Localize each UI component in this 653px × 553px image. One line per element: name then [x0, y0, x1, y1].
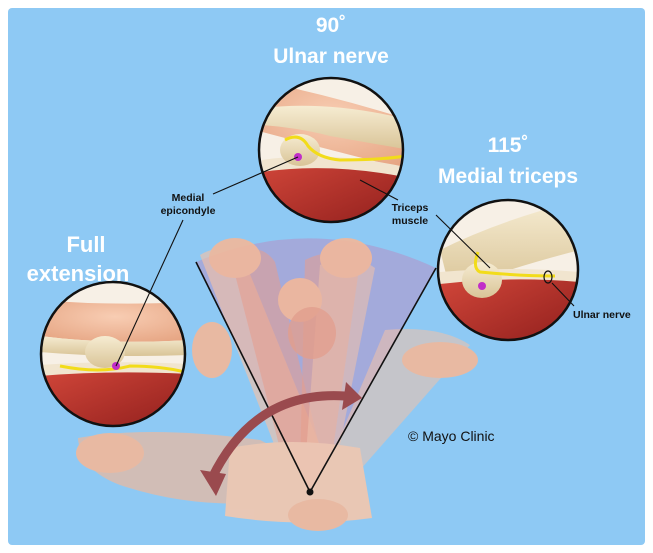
left-line1-label: Full [66, 232, 105, 257]
top-name-label: Ulnar nerve [273, 45, 389, 68]
right-name-label: Medial triceps [438, 165, 578, 188]
medial-epicondyle-label-line2: epicondyle [161, 205, 216, 217]
triceps-muscle-label-line2: muscle [392, 215, 428, 227]
medial-epicondyle-label-line1: Medial [172, 192, 205, 204]
triceps-muscle-label-line1: Triceps [392, 202, 429, 214]
top-angle-label: 90˚ [316, 14, 346, 37]
elbow-pivot [307, 489, 314, 496]
ulnar-nerve-callout: Ulnar nerve [573, 309, 631, 321]
right-angle-label: 115˚ [488, 134, 529, 157]
left-line2-label: extension [27, 261, 130, 286]
copyright-notice: © Mayo Clinic [408, 428, 495, 444]
